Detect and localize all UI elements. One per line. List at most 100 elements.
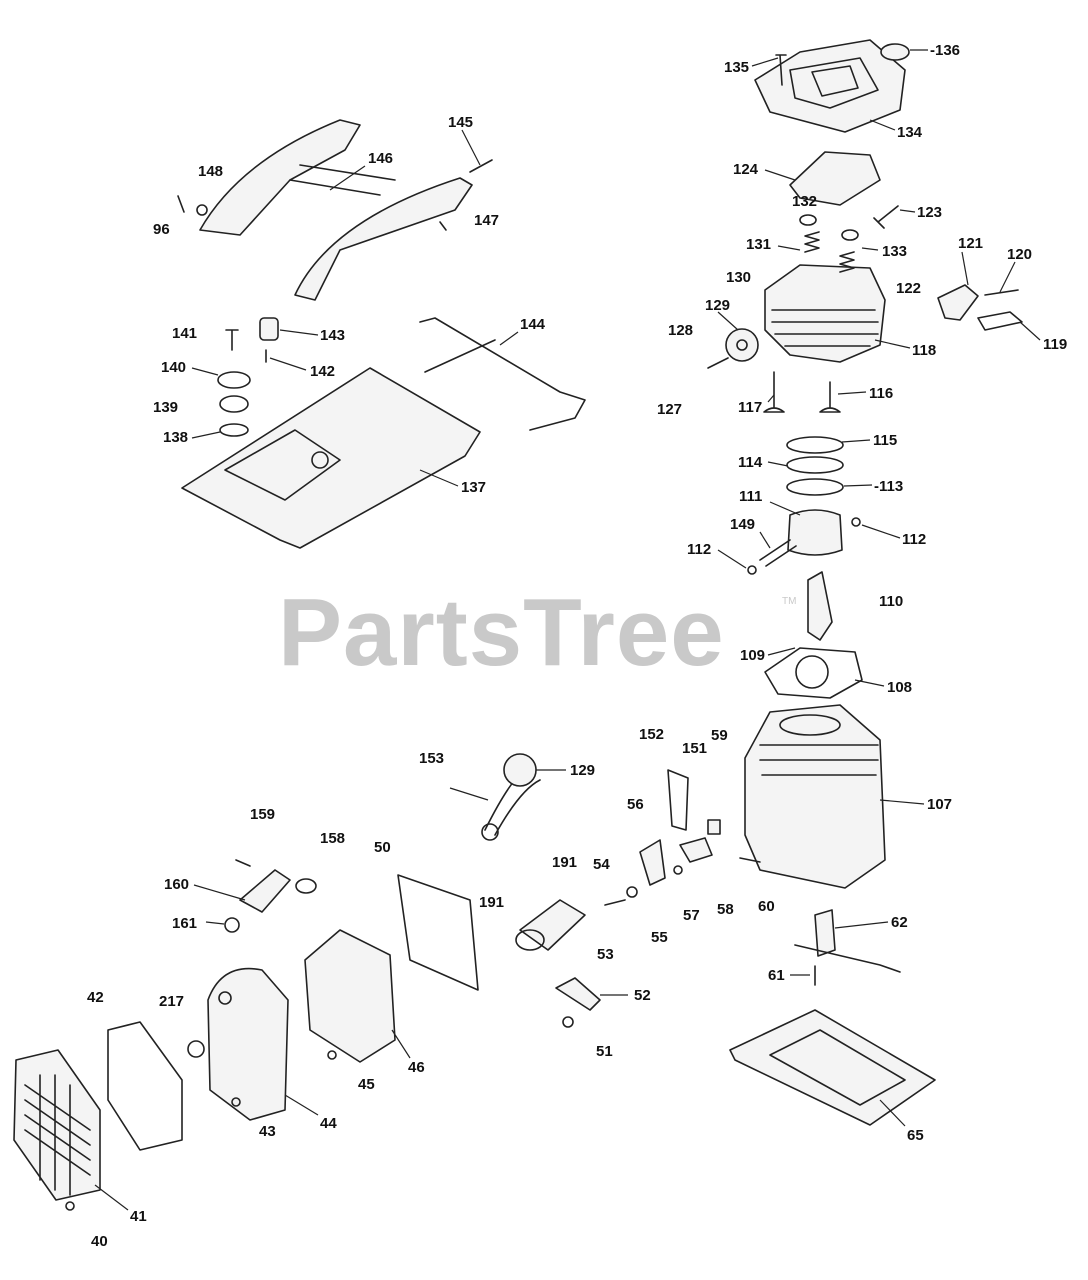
- leader-143: [279, 329, 319, 336]
- leader-112b: [861, 524, 901, 539]
- callout-149: 149: [730, 516, 756, 533]
- callout-120: 120: [1007, 246, 1033, 263]
- part-112-clip-a: [747, 565, 757, 575]
- callout-142: 142: [310, 363, 336, 380]
- part-111-piston: [787, 509, 843, 556]
- part-44-muffler: [207, 967, 289, 1121]
- callout-143: 143: [320, 327, 346, 344]
- callout-191a: 191: [552, 854, 578, 871]
- part-124-gasket: [789, 151, 881, 206]
- part-132-retainer: [799, 214, 817, 226]
- part-118-cylinder-head: [764, 264, 886, 363]
- part-160-pipe: [239, 869, 291, 913]
- part-108-bore: [795, 655, 829, 689]
- callout-146: 146: [368, 150, 394, 167]
- callout-113: -113: [874, 478, 904, 495]
- callout-136: -136: [930, 42, 961, 59]
- callout-117: 117: [738, 399, 763, 416]
- part-146-crossbar: [289, 164, 396, 196]
- part-118-fins: [771, 309, 879, 347]
- part-191-gear: [515, 929, 545, 951]
- leader-137: [419, 469, 459, 487]
- callout-61: 61: [768, 967, 785, 984]
- part-51-screw: [562, 1016, 574, 1028]
- part-56-lever: [639, 839, 666, 886]
- part-41-grille: [24, 1074, 91, 1196]
- leader-119: [1019, 321, 1041, 341]
- callout-144: 144: [520, 316, 546, 333]
- callout-116: 116: [869, 385, 894, 402]
- callout-107: 107: [927, 796, 953, 813]
- callout-138: 138: [163, 429, 189, 446]
- callout-137: 137: [461, 479, 487, 496]
- callout-147: 147: [474, 212, 500, 229]
- callout-152: 152: [639, 726, 665, 743]
- part-65-detail: [769, 1029, 906, 1106]
- part-57-nut: [673, 865, 683, 875]
- part-107-fins: [759, 744, 879, 776]
- callout-135: 135: [724, 59, 750, 76]
- part-62-bracket: [814, 909, 836, 957]
- part-123-spark-plug: [873, 205, 899, 229]
- part-137-hole: [311, 451, 329, 469]
- callout-109: 109: [740, 647, 766, 664]
- callout-57: 57: [683, 907, 700, 924]
- callout-131: 131: [746, 236, 772, 253]
- part-120-pin: [984, 289, 1019, 296]
- leader-114: [767, 461, 789, 467]
- part-136-cap: [880, 43, 910, 61]
- part-62-arm: [794, 944, 901, 973]
- leader-144: [499, 331, 519, 346]
- part-191-camshaft: [519, 899, 586, 951]
- callout-129b: 129: [570, 762, 596, 779]
- leader-108: [854, 679, 885, 687]
- part-148-nut: [196, 204, 208, 216]
- watermark-tm: TM: [782, 596, 797, 607]
- callout-130: 130: [726, 269, 752, 286]
- callout-122: 122: [896, 280, 922, 297]
- callout-112b: 112: [902, 531, 927, 548]
- callout-65: 65: [907, 1127, 924, 1144]
- callout-112a: 112: [687, 541, 712, 558]
- leader-113: [843, 484, 873, 487]
- leader-142: [269, 357, 307, 371]
- part-159-bolt: [235, 859, 251, 867]
- part-96-bolt: [177, 195, 185, 213]
- part-129-crank-gear: [503, 753, 537, 787]
- part-145-bolt: [469, 159, 493, 173]
- callout-40: 40: [91, 1233, 108, 1250]
- leader-107: [879, 799, 925, 805]
- callout-119: 119: [1043, 336, 1068, 353]
- leader-117: [767, 394, 775, 403]
- leader-109: [767, 647, 796, 656]
- callout-148: 148: [198, 163, 224, 180]
- leader-135: [751, 57, 779, 67]
- leader-145: [461, 129, 481, 166]
- part-58-bracket: [679, 837, 713, 863]
- part-146-handle-b: [294, 177, 473, 301]
- callout-42: 42: [87, 989, 104, 1006]
- part-146-handle: [199, 119, 361, 236]
- part-46-side-cover: [304, 929, 396, 1063]
- leader-133: [861, 247, 879, 251]
- part-108-head-gasket: [764, 647, 863, 699]
- callout-56: 56: [627, 796, 644, 813]
- callout-50: 50: [374, 839, 391, 856]
- callout-118: 118: [912, 342, 937, 359]
- callout-59: 59: [711, 727, 728, 744]
- part-144-arm: [424, 339, 496, 373]
- part-153-pulley: [481, 823, 499, 841]
- leader-140: [191, 367, 219, 376]
- callout-43: 43: [259, 1123, 276, 1140]
- part-143-bushing: [259, 317, 279, 341]
- leader-65: [879, 1099, 906, 1127]
- part-55-spring: [626, 886, 638, 898]
- callout-128: 128: [668, 322, 694, 339]
- callout-45: 45: [358, 1076, 375, 1093]
- callout-127: 127: [657, 401, 683, 418]
- part-140-bearing: [217, 371, 251, 389]
- leader-124: [764, 169, 796, 181]
- part-45-bolt: [327, 1050, 337, 1060]
- part-40-screw: [65, 1201, 75, 1211]
